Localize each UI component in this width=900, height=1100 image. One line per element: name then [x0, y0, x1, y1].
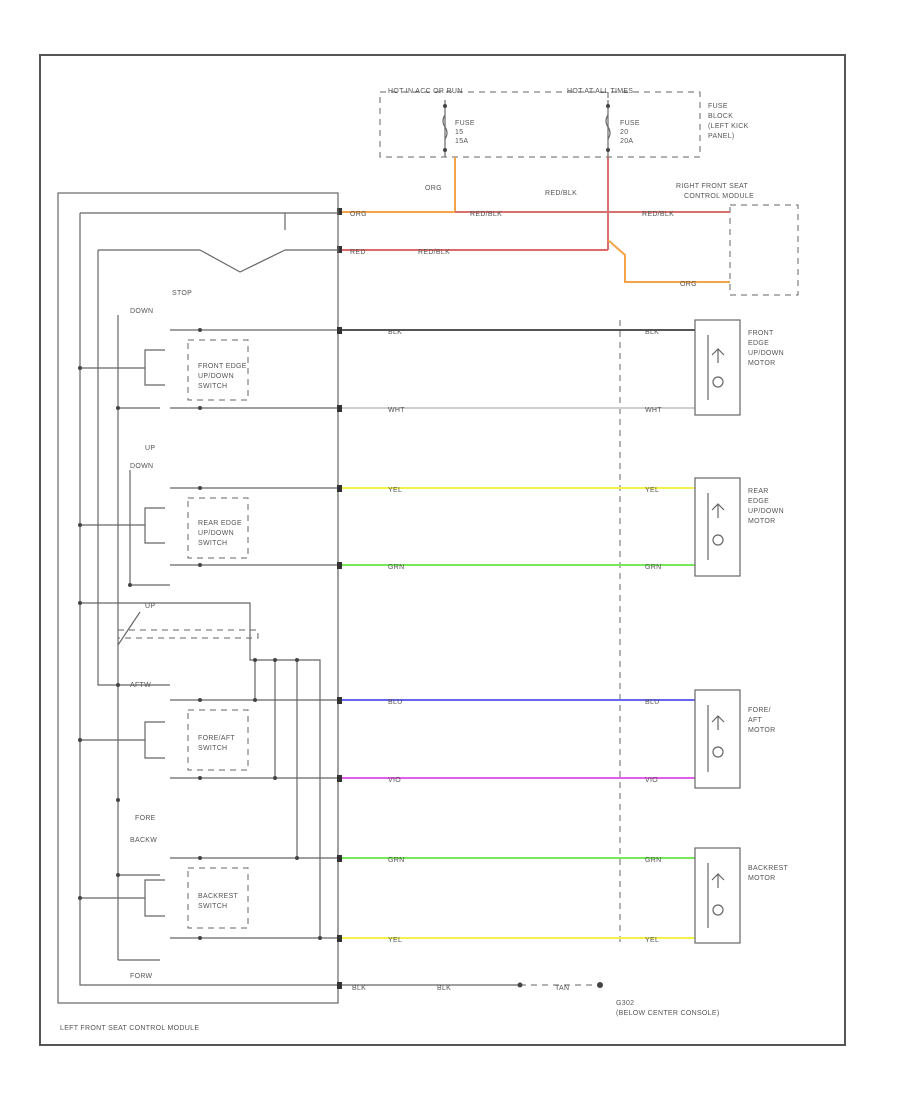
label-stop: STOP	[172, 290, 192, 297]
label-fore: FORE	[135, 815, 156, 822]
wire-label-wht-l: WHT	[388, 407, 405, 414]
label-forw: FORW	[130, 973, 153, 980]
power-wires: ORG RED/BLK RED/BLK RED/BLK ORG RED RED/…	[337, 157, 730, 288]
wire-label-org-right: ORG	[680, 281, 697, 288]
wire-label-yel-l: YEL	[388, 487, 402, 494]
left-module-label: LEFT FRONT SEAT CONTROL MODULE	[60, 1025, 199, 1032]
wire-label-red-blk-vert: RED/BLK	[545, 190, 577, 197]
wire-label-vio-r: VIO	[645, 777, 658, 784]
wire-label-grn2-l: GRN	[388, 857, 404, 864]
label-aftw: AFTW	[130, 682, 151, 689]
wire-label-blk-l: BLK	[388, 329, 402, 336]
hot-at-all-times-label: HOT AT ALL TIMES	[567, 88, 633, 95]
label-down-1: DOWN	[130, 308, 153, 315]
wire-label-red-blk-right: RED/BLK	[642, 211, 674, 218]
wire-label-yel2-l: YEL	[388, 937, 402, 944]
wire-label-red: RED	[350, 249, 366, 256]
hot-in-acc-or-run-label: HOT IN ACC OR RUN	[388, 88, 463, 95]
wire-label-org-top: ORG	[425, 185, 442, 192]
wire-label-grn-l: GRN	[388, 564, 404, 571]
ground-location-label: (BELOW CENTER CONSOLE)	[616, 1010, 719, 1017]
wire-label-red-blk-mid: RED/BLK	[418, 249, 450, 256]
wire-label-vio-l: VIO	[388, 777, 401, 784]
left-front-seat-control-module: LEFT FRONT SEAT CONTROL MODULE	[57, 192, 339, 1032]
wire-label-red-blk-top: RED/BLK	[470, 211, 502, 218]
wire-label-yel2-r: YEL	[645, 937, 659, 944]
wire-label-yel-r: YEL	[645, 487, 659, 494]
label-backw: BACKW	[130, 837, 157, 844]
wire-label-gnd-blk-2: BLK	[437, 985, 451, 992]
diagram-border	[39, 54, 846, 1046]
wire-label-gnd-blk-1: BLK	[352, 985, 366, 992]
label-down-2: DOWN	[130, 463, 153, 470]
wire-label-blk-r: BLK	[645, 329, 659, 336]
ground-id-label: G302	[616, 1000, 634, 1007]
wire-label-blu-l: BLU	[388, 699, 403, 706]
wire-label-org-module: ORG	[350, 211, 367, 218]
wire-label-gnd-tan: TAN	[555, 985, 569, 992]
wire-label-blu-r: BLU	[645, 699, 660, 706]
label-up-1: UP	[145, 445, 155, 452]
wire-label-grn-r: GRN	[645, 564, 661, 571]
ground-g302: BLK BLK TAN G302 (BELOW CENTER CONSOLE)	[337, 982, 719, 1017]
wire-label-wht-r: WHT	[645, 407, 662, 414]
wire-org-right	[607, 239, 730, 283]
label-up-2: UP	[145, 603, 155, 610]
motor-wires: BLK BLK WHT WHT YEL YEL GRN GRN BLU BLU …	[337, 327, 695, 944]
wire-label-grn2-r: GRN	[645, 857, 661, 864]
